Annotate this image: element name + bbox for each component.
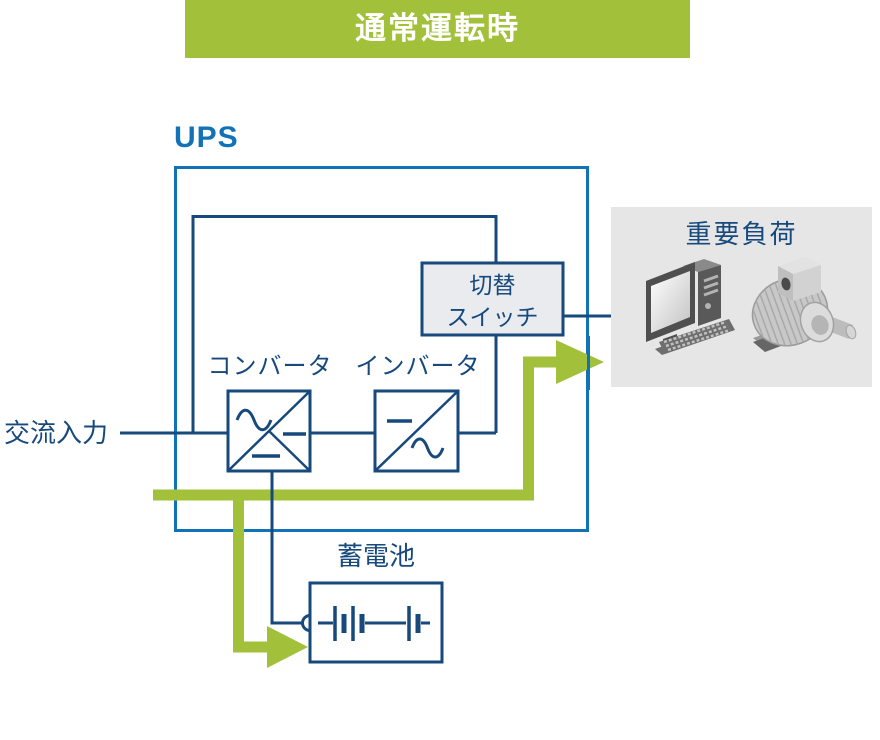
power-flow-branch-arrow — [233, 495, 308, 668]
transfer-switch-box — [420, 261, 565, 337]
inverter-label: インバータ — [355, 353, 481, 380]
battery-label: 蓄電池 — [336, 541, 415, 571]
computer-icon — [646, 259, 735, 355]
inverter-box — [373, 389, 460, 473]
transfer-switch-label: 切替 スイッチ — [422, 269, 563, 333]
ac-input-label: 交流入力 — [4, 418, 109, 448]
transfer-switch-label-line1: 切替 — [469, 272, 516, 298]
ups-label: UPS — [174, 121, 239, 154]
transfer-switch-label-line2: スイッチ — [446, 304, 539, 330]
converter-box — [226, 389, 312, 473]
load-label: 重要負荷 — [685, 219, 798, 249]
ac-wave-symbol — [410, 437, 445, 459]
bypass-line — [191, 215, 498, 433]
battery-box — [308, 581, 444, 664]
ac-wave-symbol — [235, 408, 273, 432]
battery-feed-line — [270, 471, 303, 625]
title-banner: 通常運転時 — [185, 0, 690, 58]
converter-label: コンバータ — [207, 353, 333, 380]
power-flow-arrow — [153, 340, 604, 501]
battery-symbol — [318, 606, 430, 641]
